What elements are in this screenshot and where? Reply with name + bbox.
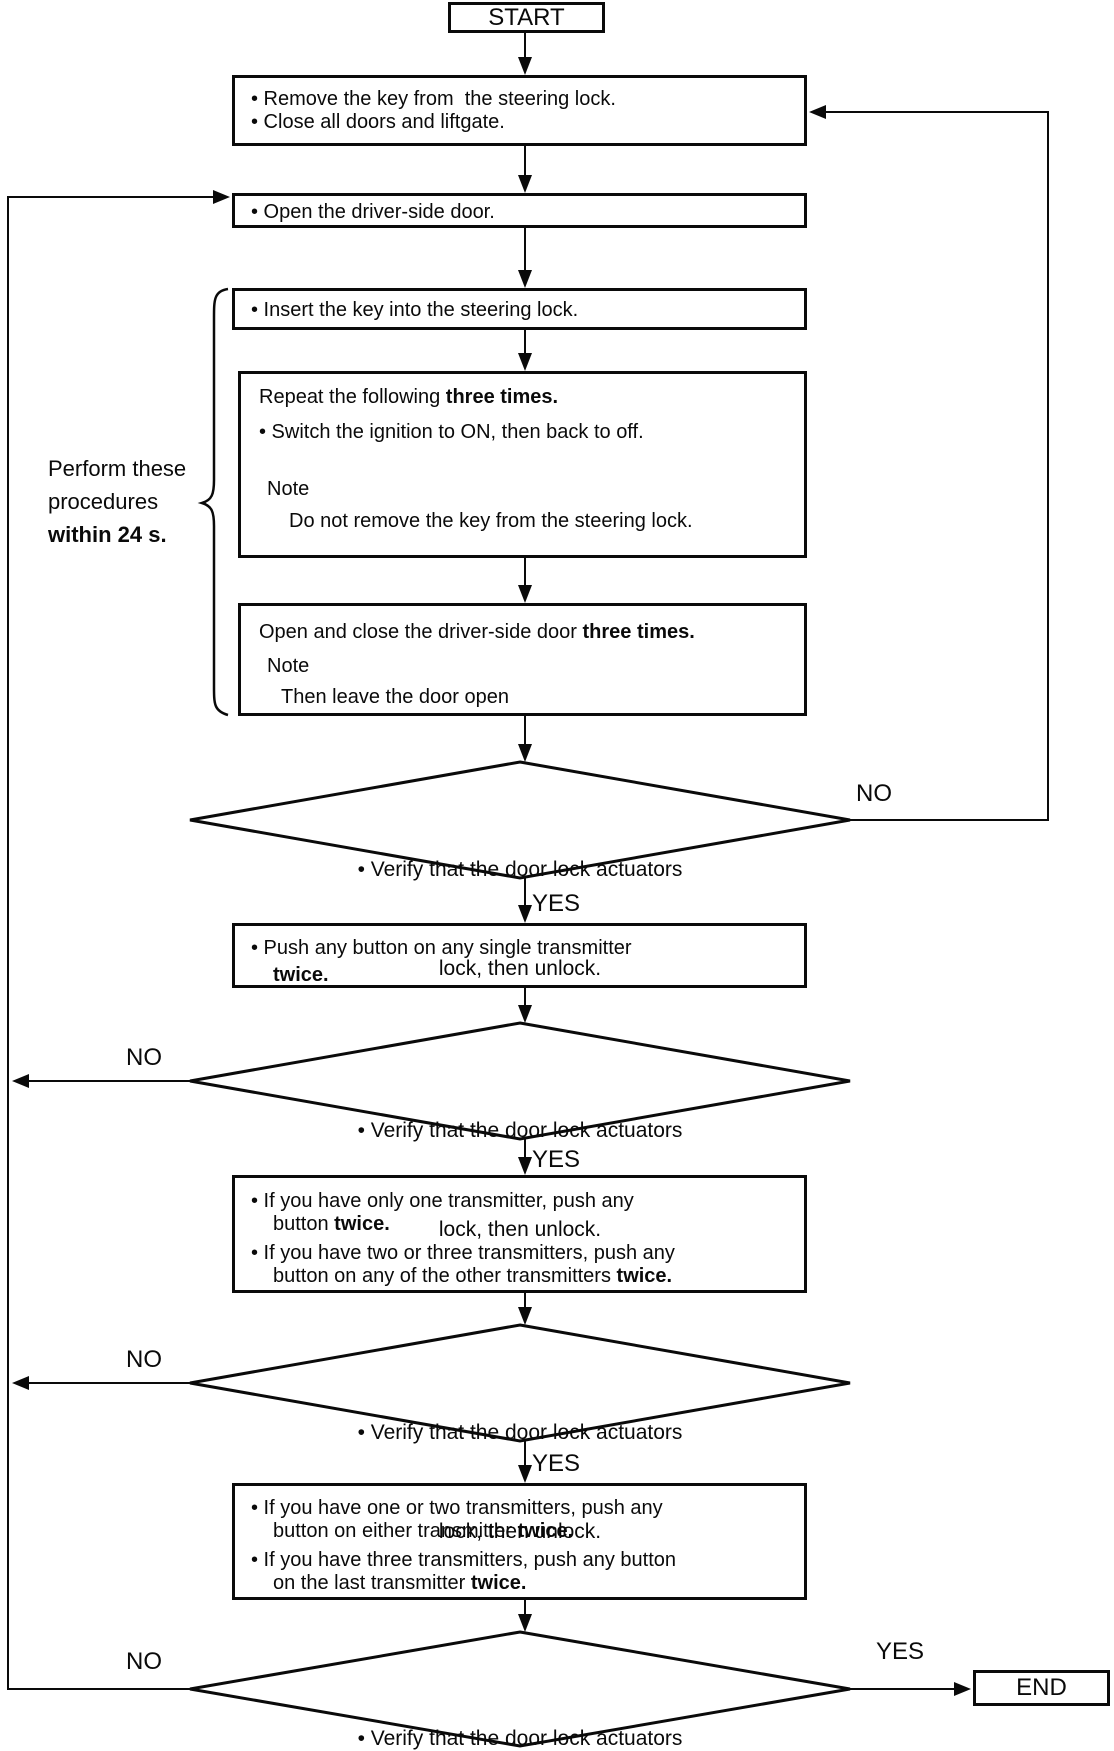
box-text-line: • If you have two or three transmitters,… [251,1242,675,1264]
decision-text-line2: lock, then unlock. [438,1218,602,1241]
brace [197,287,229,717]
no-label-3: NO [126,1346,162,1373]
box-text-line: • If you have three transmitters, push a… [251,1549,677,1571]
side-note-line3: within 24 s. [48,522,167,547]
no-label-4: NO [126,1648,162,1675]
arrowhead-down [518,175,532,193]
box-text-line: Note [267,478,310,500]
box-text-line: Repeat the following three times. [259,386,559,408]
box-text-line: • Switch the ignition to ON, then back t… [259,421,644,443]
arrowhead-down [518,1005,532,1023]
box-text-line: • Open the driver-side door. [251,201,495,223]
arrowhead-down [518,57,532,75]
side-note-line1: Perform these [48,456,187,481]
box-text-line: • If you have one or two transmitters, p… [251,1497,663,1519]
process-box-open-door: • Open the driver-side door. [232,193,807,228]
arrowhead-right-into-end [954,1682,971,1696]
yes-label-1: YES [532,890,581,917]
arrowhead-down [518,585,532,603]
yes-label-3: YES [532,1450,581,1477]
yes-label-2: YES [532,1146,581,1173]
decision-text-line1: • Verify that the door lock actuators [357,858,683,881]
box-text-line: • Remove the key from the steering lock. [251,88,616,110]
box-text-line: • Close all doors and liftgate. [251,111,505,133]
decision-diamond-1 [189,760,851,880]
decision-text-line1: • Verify that the door lock actuators [357,1421,683,1444]
process-box-remove-key: • Remove the key from the steering lock.… [232,75,807,146]
box-text-line: on the last transmitter twice. [273,1572,527,1594]
decision-text-line1: • Verify that the door lock actuators [357,1727,683,1750]
box-text-line: • Insert the key into the steering lock. [251,299,579,321]
no-label-2: NO [126,1044,162,1071]
arrowhead-down [518,1465,532,1483]
end-label: END [1016,1674,1067,1701]
decision-text-line2: lock, then unlock. [438,1520,602,1543]
process-box-second-transmitter: • If you have only one transmitter, push… [232,1175,807,1293]
arrowhead-left-no2 [12,1074,29,1088]
decision-diamonds [189,760,851,1748]
process-box-ignition-cycle: Repeat the following three times. • Switc… [238,371,807,558]
process-box-door-cycle: Open and close the driver-side door thre… [238,603,807,716]
arrowhead-down [518,1614,532,1632]
flow-lines [7,33,1049,1690]
no-feedback-right-line [824,111,1049,821]
arrowhead-right-into-box2 [213,190,230,204]
box-text-line: Note [267,655,310,677]
arrowhead-down [518,1157,532,1175]
arrowhead-left-no3 [12,1376,29,1390]
decision-diamond-3 [189,1323,851,1443]
box-text-line: button on any of the other transmitters … [273,1265,673,1287]
end-terminal: END [973,1670,1110,1706]
process-box-last-transmitter: • If you have one or two transmitters, p… [232,1483,807,1600]
arrowhead-down [518,270,532,288]
decision-diamond-4 [189,1630,851,1748]
arrowheads [12,57,971,1696]
start-terminal: START [448,2,605,33]
decision-text-line1: • Verify that the door lock actuators [357,1119,683,1142]
no-label-1: NO [856,780,892,807]
start-label: START [488,3,565,31]
arrowhead-down [518,353,532,371]
process-box-insert-key: • Insert the key into the steering lock. [232,288,807,330]
box-text-line: • If you have only one transmitter, push… [251,1190,634,1212]
decision-text-1: • Verify that the door lock actuators lo… [270,787,770,1051]
side-note: Perform these procedures within 24 s. [48,452,223,551]
process-box-push-button: • Push any button on any single transmit… [232,923,807,988]
arrowhead-down [518,744,532,762]
arrowhead-down [518,905,532,923]
box-text-line: button twice. [273,1213,390,1235]
side-note-line2: procedures [48,489,159,514]
box-text-line: Then leave the door open [281,686,509,708]
arrowhead-down [518,1307,532,1325]
decision-text-4: • Verify that the door lock actuators lo… [270,1656,770,1751]
decision-diamond-2 [189,1021,851,1141]
box-text-line: twice. [273,964,329,986]
box-text-line: Open and close the driver-side door thre… [259,621,695,643]
box-text-line: Do not remove the key from the steering … [289,510,693,532]
decision-text-2: • Verify that the door lock actuators lo… [270,1048,770,1312]
box-text-line: button on either transmitter twice. [273,1520,574,1542]
yes-label-4: YES [876,1638,925,1665]
decision-text-3: • Verify that the door lock actuators lo… [270,1350,770,1614]
no-return-left-line [7,196,216,1690]
box-text-line: • Push any button on any single transmit… [251,937,632,959]
decision-text-line2: lock, then unlock. [438,957,602,980]
arrowhead-left-into-box1 [809,105,826,119]
